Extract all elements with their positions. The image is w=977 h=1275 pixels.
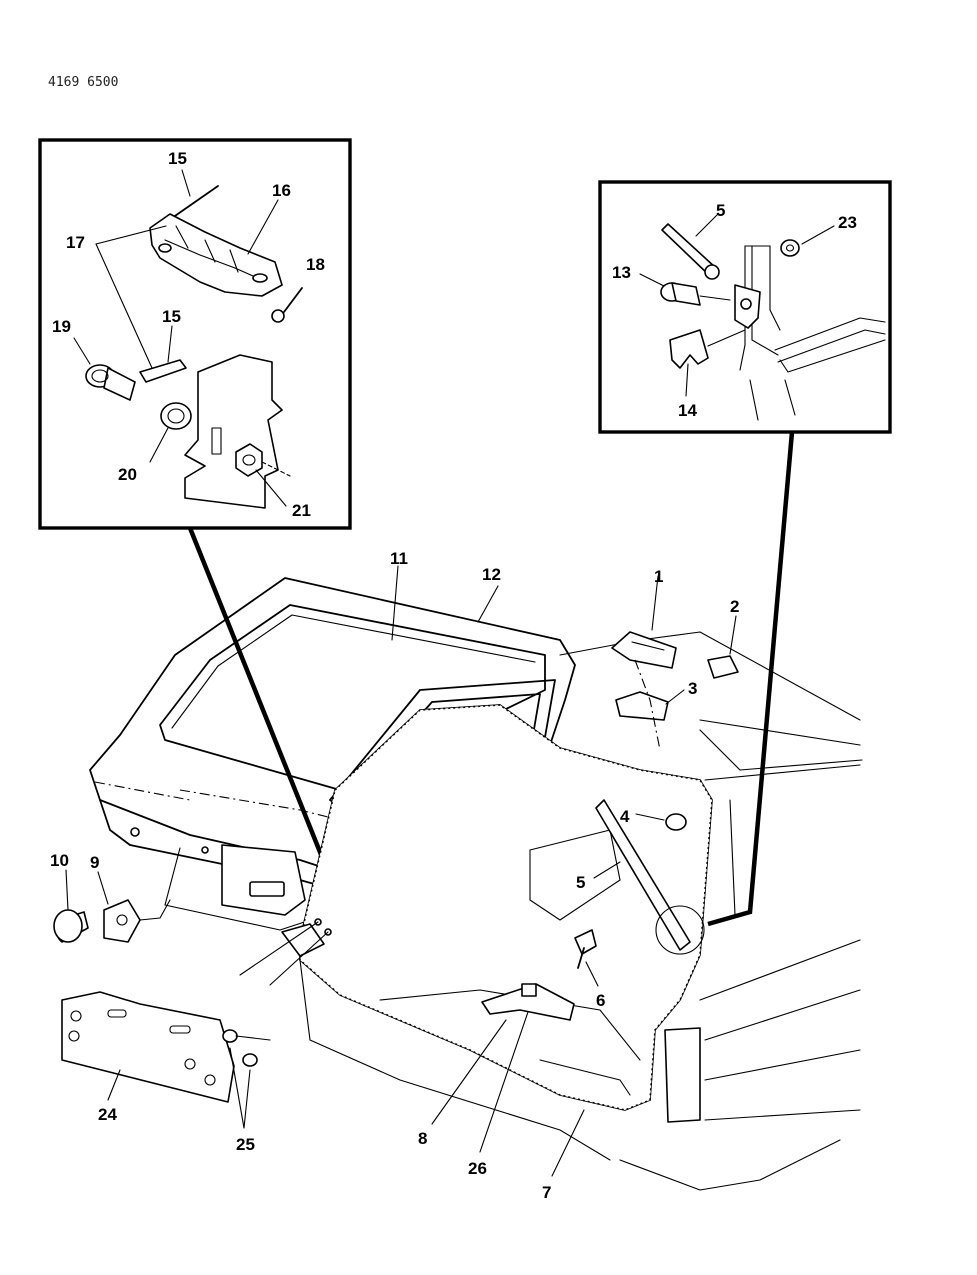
retainer-clip	[669, 329, 709, 369]
grommet	[222, 1029, 238, 1043]
leader-prop-rod-inset	[707, 431, 795, 927]
liftgate-glass	[159, 604, 546, 791]
callout-19-cylinder: 19	[52, 317, 71, 336]
latch-assembly	[149, 213, 283, 297]
callout-21-nut: 21	[292, 501, 311, 520]
lock-rod	[139, 359, 187, 383]
hinge-plate	[615, 691, 669, 721]
main-liftgate-view: 11 12 1 2 3 4 5 6 7 8 26	[89, 549, 863, 1202]
callout-8-sill: 8	[418, 1129, 427, 1148]
license-hardware: 10 9 24 25	[50, 851, 332, 1154]
grommet	[242, 1053, 258, 1067]
reference-number: 4169 6500	[48, 75, 118, 90]
callout-15-latch-rod: 15	[168, 149, 187, 168]
leader-latch-inset	[187, 527, 331, 873]
license-lamp-recess	[221, 844, 306, 916]
callout-1-hinge: 1	[654, 567, 663, 586]
striker-bolt	[574, 929, 597, 955]
callout-9-bezel: 9	[90, 853, 99, 872]
plate-bracket	[281, 923, 325, 957]
callout-10-knob: 10	[50, 851, 69, 870]
prop-rod	[595, 799, 691, 951]
hinge	[611, 631, 677, 669]
callout-12-liftgate: 12	[482, 565, 501, 584]
tail-lamp	[664, 1027, 701, 1123]
callout-14-clip: 14	[678, 401, 697, 420]
callout-13-ball-stud: 13	[612, 263, 631, 282]
callout-3-plate: 3	[688, 679, 697, 698]
knob-bezel	[103, 899, 141, 943]
callout-5-prop-rod-main: 5	[576, 873, 585, 892]
inset-prop-rod-frame	[598, 180, 892, 434]
lock-retainer	[160, 402, 192, 430]
inset-prop-rod-detail: 5 13 14 23	[598, 180, 892, 434]
callout-24-plate: 24	[98, 1105, 117, 1124]
callout-15-lock-rod: 15	[162, 307, 181, 326]
callout-7-weatherstrip: 7	[542, 1183, 551, 1202]
callout-4-bumper: 4	[620, 807, 630, 826]
lock-nut	[235, 443, 263, 477]
callout-25-grommet: 25	[236, 1135, 255, 1154]
inset-latch-frame	[38, 138, 352, 530]
washer	[780, 239, 800, 257]
callout-16-latch: 16	[272, 181, 291, 200]
inset-latch-detail: 15 16 17 18 19 15 20 21	[38, 138, 352, 530]
license-plate-bracket	[61, 991, 235, 1103]
callout-23-washer: 23	[838, 213, 857, 232]
callout-11-glass: 11	[390, 549, 408, 568]
latch-bolt	[271, 309, 285, 323]
callout-2-bolt: 2	[730, 597, 739, 616]
callout-18-bolt: 18	[306, 255, 325, 274]
callout-6-bolt: 6	[596, 991, 605, 1010]
latch-rod	[171, 185, 219, 219]
callout-17-link: 17	[66, 233, 85, 252]
callout-26-striker: 26	[468, 1159, 487, 1178]
hinge-bolt	[707, 655, 739, 679]
panel-section	[184, 354, 283, 509]
callout-20-retainer: 20	[118, 465, 137, 484]
callout-5-prop-rod: 5	[716, 201, 725, 220]
bumper	[665, 813, 687, 831]
